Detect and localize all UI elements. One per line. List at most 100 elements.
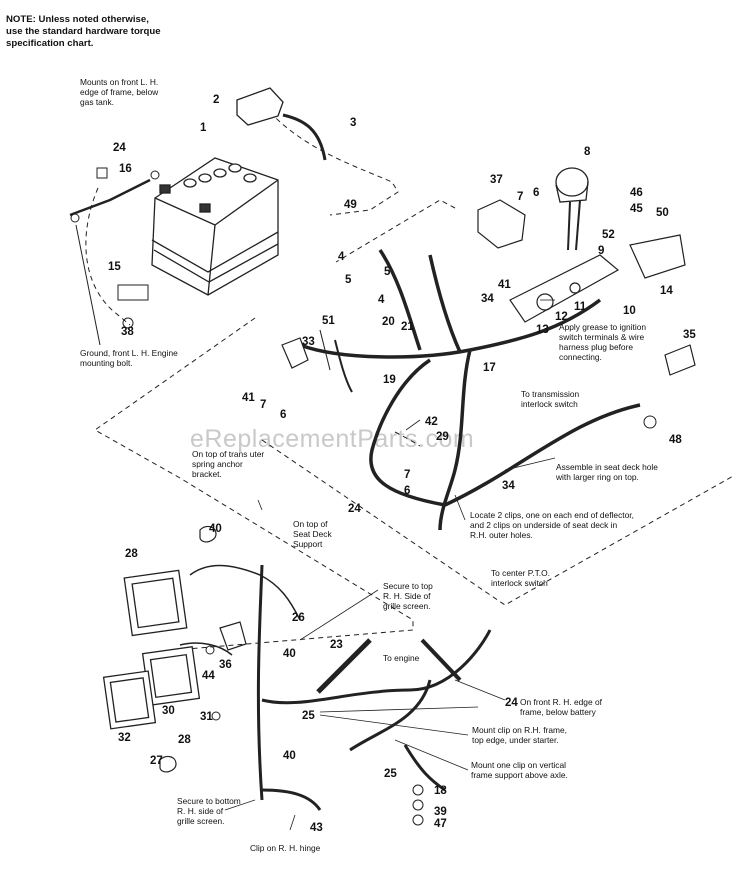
callout: 39 <box>434 806 447 818</box>
callout: 26 <box>292 612 305 624</box>
boot-40 <box>199 525 217 543</box>
key-switch <box>569 282 581 294</box>
callout: 50 <box>656 207 669 219</box>
battery-cap <box>183 178 197 188</box>
callout: 27 <box>150 755 163 767</box>
headlight-28 <box>123 569 188 637</box>
annotation-line: spring anchor <box>192 459 243 469</box>
callout: 5 <box>384 266 391 278</box>
callout: 2 <box>213 94 219 106</box>
annotation-on-top-seat: On top of Seat Deck Support <box>293 519 332 549</box>
annotation-line: grille screen. <box>177 816 225 826</box>
annotation-line: Clip on R. H. hinge <box>250 843 321 853</box>
battery-cap <box>213 168 227 178</box>
callout: 45 <box>630 203 643 215</box>
callout: 13 <box>536 324 549 336</box>
leader <box>257 499 263 511</box>
annotation-line: On top of <box>293 519 328 529</box>
annotation-line: Secure to top <box>383 581 433 591</box>
callout: 40 <box>283 648 296 660</box>
leader <box>224 799 256 811</box>
callout: 31 <box>200 711 213 723</box>
leader <box>394 739 469 771</box>
callout: 21 <box>401 321 414 333</box>
annotation-mounts-front: Mounts on front L. H. edge of frame, bel… <box>80 77 158 107</box>
annotation-secure-top: Secure to top R. H. Side of grille scree… <box>383 581 433 611</box>
callout: 24 <box>348 503 361 515</box>
callout: 14 <box>660 285 673 297</box>
callout: 44 <box>202 670 215 682</box>
annotation-line: with larger ring on top. <box>556 472 639 482</box>
boundary-line <box>94 317 414 651</box>
callout: 51 <box>322 315 335 327</box>
leader <box>405 419 421 431</box>
callout: 9 <box>598 245 604 257</box>
lower-harness-main <box>261 629 492 705</box>
callout: 8 <box>584 146 591 158</box>
battery-hold-strap <box>151 231 279 273</box>
lamp-lens <box>149 653 193 699</box>
watermark: eReplacementParts.com <box>190 425 475 453</box>
battery-cap <box>198 173 212 183</box>
dash-panel-9 <box>509 254 620 323</box>
callout: 7 <box>260 399 266 411</box>
callout: 34 <box>481 293 494 305</box>
battery-hold-strap <box>153 243 279 283</box>
callout: 12 <box>555 311 568 323</box>
callout: 32 <box>118 732 131 744</box>
annotation-line: interlock switch <box>491 578 548 588</box>
annotation-line: R. H. side of <box>177 806 224 816</box>
callout: 5 <box>345 274 352 286</box>
annotation-line: Locate 2 clips, one on each end of defle… <box>470 510 634 520</box>
annotation-assemble: Assemble in seat deck hole with larger r… <box>556 462 658 482</box>
lamp-lens <box>131 577 180 629</box>
annotation-on-front-rh: On front R. H. edge of frame, below batt… <box>520 697 602 717</box>
annotation-line: bracket. <box>192 469 222 479</box>
callout: 16 <box>119 163 132 175</box>
annotation-line: and 2 clips on underside of seat deck in <box>470 520 618 530</box>
cable-3 <box>282 113 327 161</box>
module-14 <box>629 234 686 279</box>
callout: 46 <box>630 187 643 199</box>
annotation-line: edge of frame, below <box>80 87 159 97</box>
annotation-on-top-trans: On top of trans uter spring anchor brack… <box>192 449 264 479</box>
callout: 28 <box>125 548 138 560</box>
callout: 34 <box>502 480 515 492</box>
callout: 4 <box>378 294 385 306</box>
lamp-lens <box>109 677 150 723</box>
harness-branch <box>438 349 472 531</box>
annotation-line: Seat Deck <box>293 529 332 539</box>
annotation-line: To center P.T.O. <box>491 568 550 578</box>
clip-24 <box>96 167 108 179</box>
leader-lines <box>224 299 556 831</box>
bolt-44 <box>205 645 215 655</box>
battery-terminal <box>199 203 211 213</box>
connector-35 <box>664 344 696 376</box>
annotation-line: interlock switch <box>521 399 578 409</box>
annotation-to-transmission: To transmission interlock switch <box>521 389 579 409</box>
callout: 4 <box>338 251 345 263</box>
battery-cap <box>228 163 242 173</box>
bracket-15 <box>117 284 149 301</box>
boundary-line <box>269 111 399 216</box>
callout: 24 <box>113 142 126 154</box>
socket-36 <box>219 621 247 651</box>
cable-boot-2 <box>236 87 284 126</box>
annotation-mount-clip-rh: Mount clip on R.H. frame, top edge, unde… <box>472 725 567 745</box>
leader <box>319 329 331 371</box>
annotation-to-center-pto: To center P.T.O. interlock switch <box>491 568 550 588</box>
note-line: specification chart. <box>6 38 94 49</box>
battery-drawing <box>151 157 279 296</box>
nut-48 <box>643 415 657 429</box>
annotation-mount-one-clip: Mount one clip on vertical frame support… <box>471 760 568 780</box>
callout: 20 <box>382 316 395 328</box>
annotation-clip-rh-hinge: Clip on R. H. hinge <box>250 843 320 853</box>
ring-terminal <box>150 170 160 180</box>
callout: 47 <box>434 818 447 830</box>
module-shape <box>629 234 686 279</box>
leader <box>289 814 296 831</box>
annotation-line: To transmission <box>521 389 580 399</box>
annotation-line: Assemble in seat deck hole <box>556 462 658 472</box>
callout: 29 <box>436 431 449 443</box>
